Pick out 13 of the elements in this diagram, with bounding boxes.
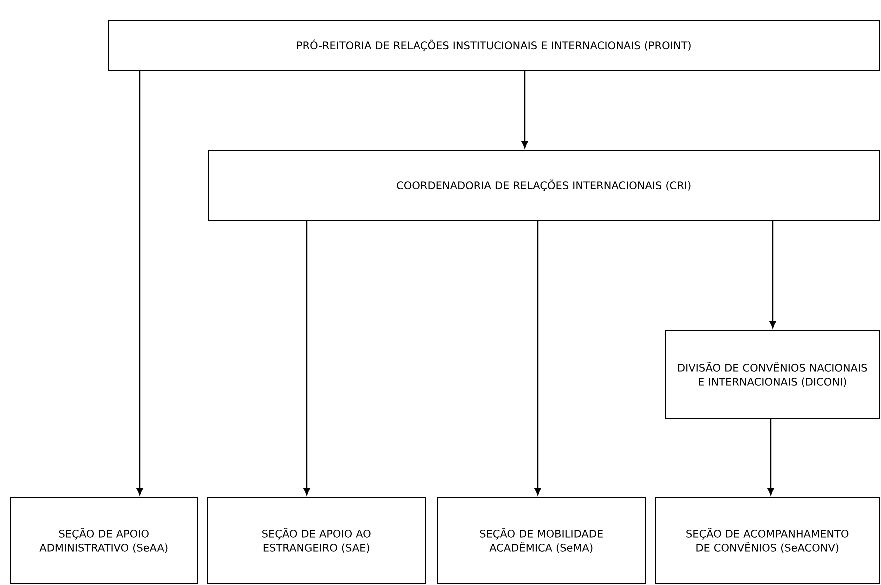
arrow — [304, 221, 310, 496]
org-box: PRÓ-REITORIA DE RELAÇÕES INSTITUCIONAIS E INTERNACIONAIS (PROINT) — [108, 20, 880, 72]
org-box: COORDENADORIA DE RELAÇÕES INTERNACIONAIS (CRI) — [208, 150, 880, 222]
org-box: SEÇÃO DE MOBILIDADE ACADÊMICA (SeMA) — [437, 496, 646, 584]
org-box: DIVISÃO DE CONVÊNIOS NACIONAIS E INTERNACIONAIS (DICONI) — [665, 330, 880, 420]
arrow — [768, 419, 774, 496]
arrow — [136, 71, 144, 496]
org-box: SEÇÃO DE APOIO ADMINISTRATIVO (SeAA) — [10, 496, 198, 584]
org-box: SEÇÃO DE ACOMPANHAMENTO DE CONVÊNIOS (SeACONV) — [655, 496, 880, 584]
org-box: SEÇÃO DE APOIO AO ESTRANGEIRO (SAE) — [207, 496, 426, 584]
arrow — [534, 221, 542, 496]
arrow — [522, 71, 528, 148]
arrow — [770, 221, 776, 328]
